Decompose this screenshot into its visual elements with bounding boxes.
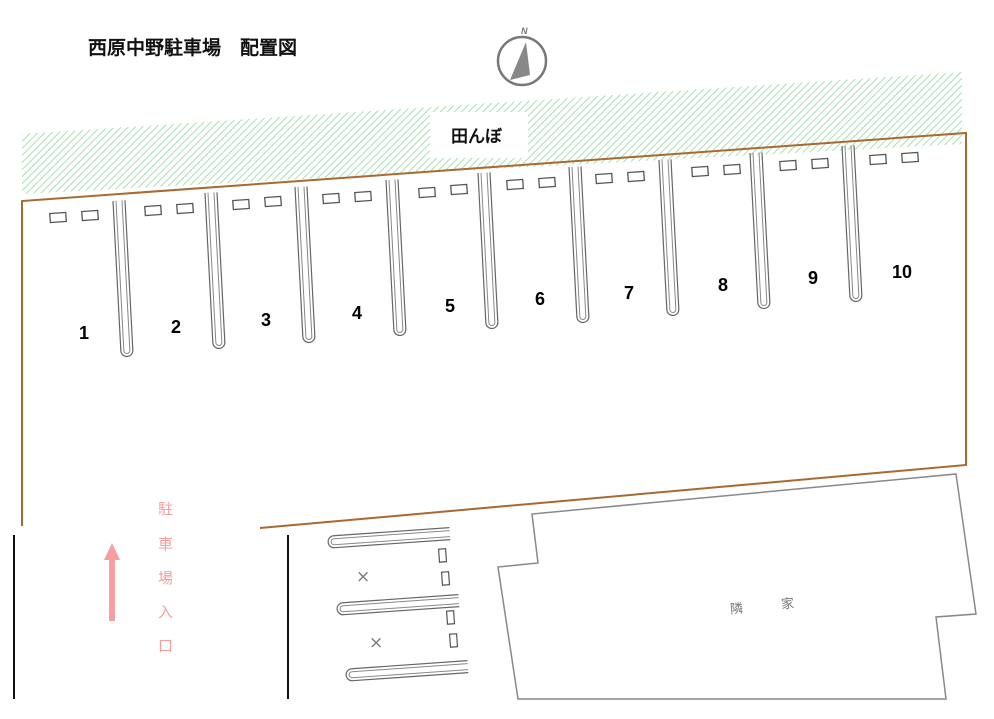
parking-lot-boundary [21, 131, 967, 529]
compass: N [496, 26, 548, 87]
parking-space-9[interactable]: 9 [808, 268, 818, 288]
neighbor-label-1: 隣 [729, 601, 743, 618]
side-parking-area: × × [327, 527, 469, 682]
excluded-mark-icon: × [369, 633, 383, 653]
parking-space-numbers: 1 2 3 4 5 6 7 8 9 10 [79, 262, 912, 343]
up-arrow-icon [104, 543, 120, 621]
neighbor-label-2: 家 [780, 596, 794, 613]
parking-space-6[interactable]: 6 [535, 289, 545, 309]
north-arrow-icon [510, 42, 530, 80]
svg-text:駐: 駐 [158, 500, 173, 518]
parking-space-10[interactable]: 10 [892, 262, 912, 282]
svg-text:口: 口 [158, 637, 173, 655]
svg-text:車: 車 [158, 535, 173, 553]
svg-text:場: 場 [158, 569, 173, 587]
parking-space-7[interactable]: 7 [624, 283, 634, 303]
parking-space-5[interactable]: 5 [445, 296, 455, 316]
parking-space-1[interactable]: 1 [79, 323, 89, 343]
excluded-mark-icon: × [356, 567, 370, 587]
parking-space-8[interactable]: 8 [718, 275, 728, 295]
svg-text:入: 入 [158, 603, 173, 621]
rice-field-label: 田んぼ [451, 127, 503, 147]
parking-space-3[interactable]: 3 [261, 310, 271, 330]
entrance-label: 駐 車 場 入 口 [158, 500, 173, 655]
neighbor-house-outline [497, 473, 977, 700]
rice-field-label-box [430, 112, 528, 158]
parking-space-2[interactable]: 2 [171, 317, 181, 337]
compass-north-label: N [521, 26, 528, 36]
compass-circle-icon [496, 35, 548, 87]
page-title: 西原中野駐車場 配置図 [88, 36, 297, 59]
parking-space-4[interactable]: 4 [352, 303, 362, 323]
